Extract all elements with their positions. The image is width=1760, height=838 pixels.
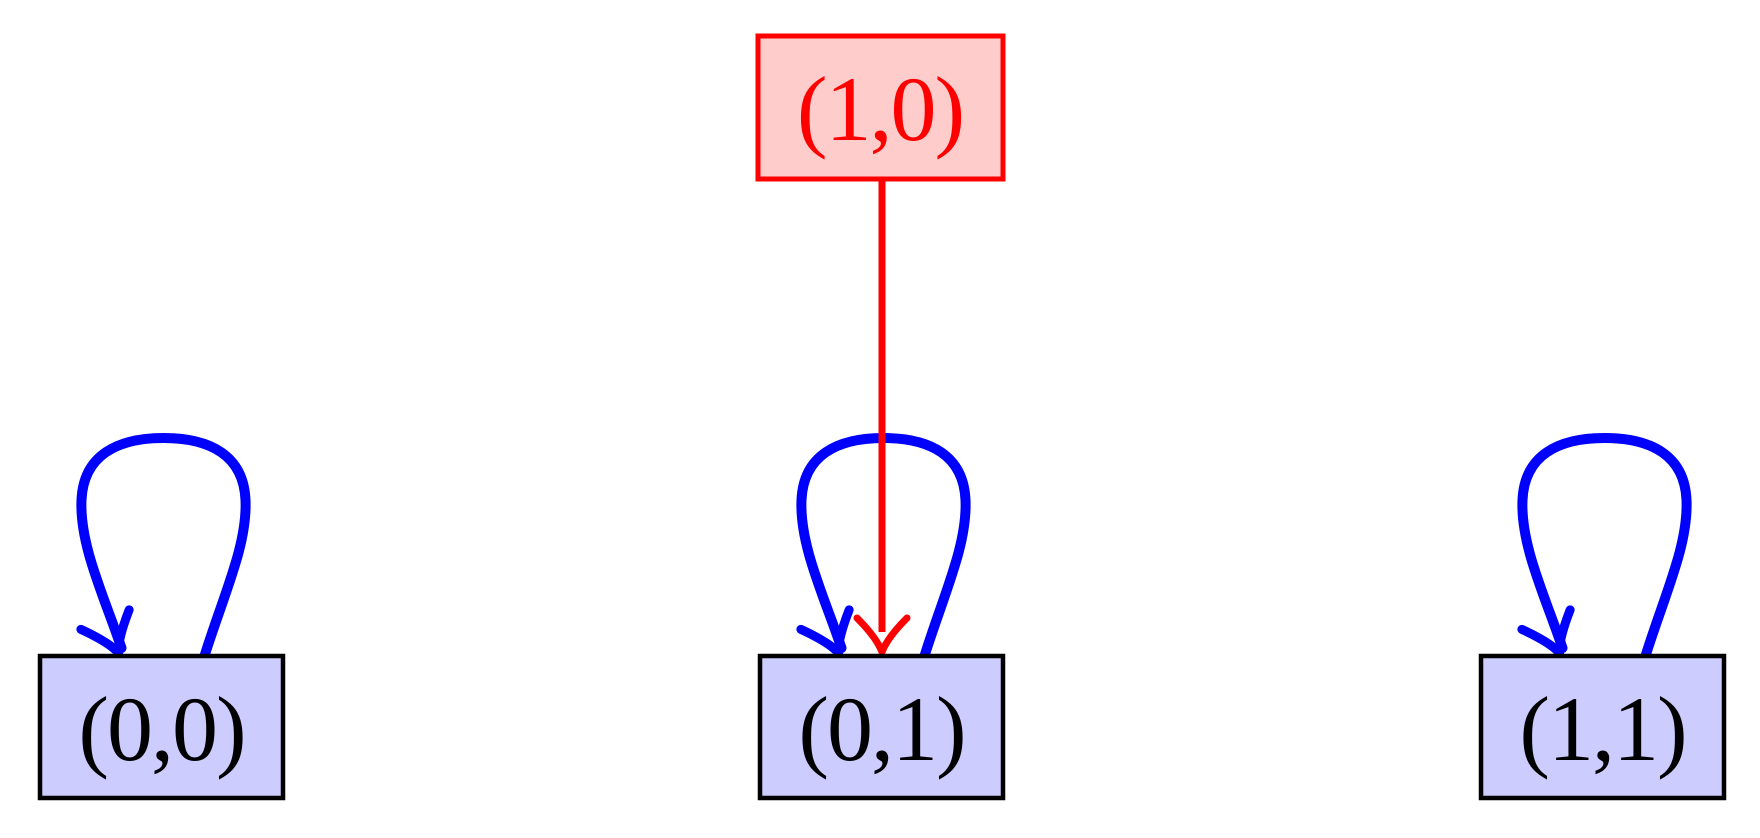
node-0-1-box — [757, 653, 1006, 801]
self-loop-edge-1-1 — [1517, 432, 1692, 667]
node-1-1: (1,1) — [1478, 653, 1727, 801]
self-loop-arrowhead-icon — [1517, 605, 1575, 667]
self-loop-curve — [76, 432, 251, 661]
self-loop-edge-0-0 — [76, 432, 251, 667]
self-loop-arrowhead-icon — [76, 605, 134, 667]
node-0-0-box — [37, 653, 286, 801]
node-1-1-box — [1478, 653, 1727, 801]
self-loop-arrowhead-icon — [796, 605, 854, 667]
node-1-1-label: (1,1) — [1519, 678, 1685, 780]
node-0-0-label: (0,0) — [78, 678, 244, 780]
self-loop-curve — [1517, 432, 1692, 661]
node-0-1-label: (0,1) — [798, 678, 964, 780]
red-arrowhead-icon — [853, 614, 911, 662]
edge-1-0-to-0-1 — [853, 179, 911, 662]
node-1-0-box — [755, 33, 1006, 182]
node-1-0: (1,0) — [755, 33, 1006, 182]
node-0-0: (0,0) — [37, 653, 286, 801]
node-1-0-label: (1,0) — [797, 58, 963, 160]
node-0-1: (0,1) — [757, 653, 1006, 801]
